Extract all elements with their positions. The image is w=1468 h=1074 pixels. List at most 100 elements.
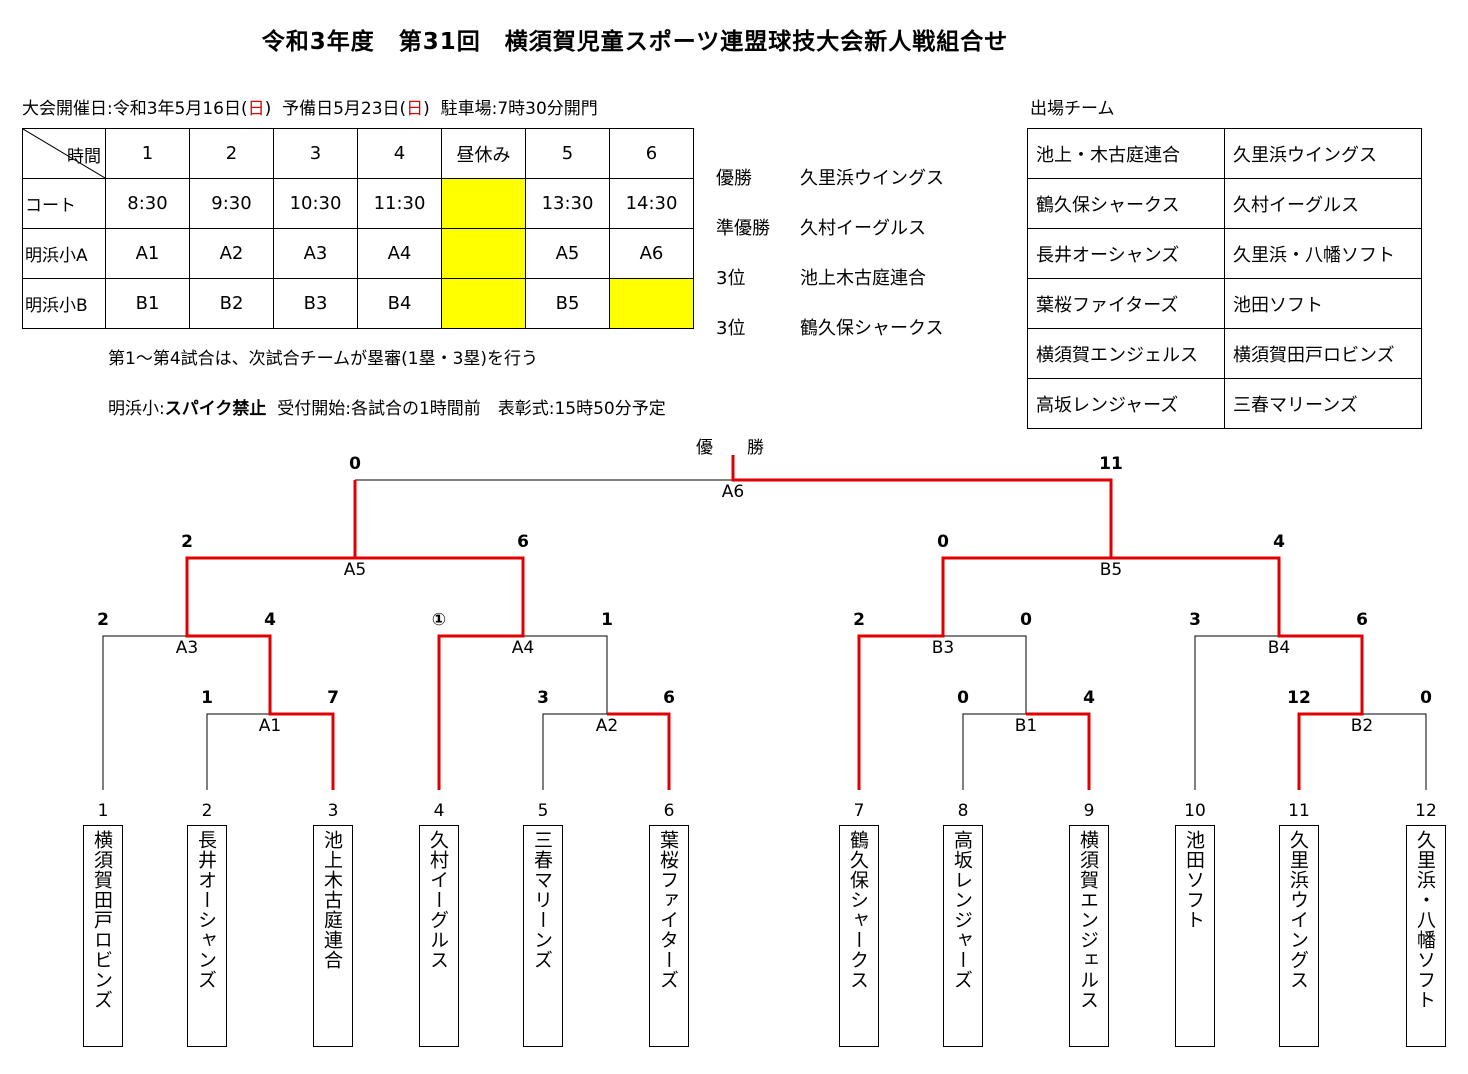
participants-title: 出場チーム [1030,99,1115,119]
team-box: 久村イーグルス [419,825,459,1047]
result-rank: 3位 [716,318,746,339]
score-left: 0 [349,454,361,474]
slot-header: 1 [105,128,190,179]
score-left: 3 [537,688,549,708]
event-date-prefix: 大会開催日:令和3年5月16日( [22,99,248,119]
score-left: 0 [937,532,949,552]
result-row: 3位 鶴久保シャークス [716,302,944,352]
slot-header-lunch: 昼休み [441,128,526,179]
game-cell: A1 [105,228,190,279]
team-box: 久里浜ウイングス [1279,825,1319,1047]
game-cell: B1 [105,278,190,329]
score-left: 2 [181,532,193,552]
result-rank: 3位 [716,268,746,289]
time-cell: 9:30 [189,178,274,229]
game-cell: A6 [609,228,694,279]
result-team: 鶴久保シャークス [800,318,944,339]
slot-number: 10 [1184,801,1206,821]
corner-bottom-label: コート [22,178,106,229]
event-info: 大会開催日:令和3年5月16日(日) 予備日5月23日(日) 駐車場:7時30分… [22,94,598,119]
schedule-table: 時間 1 2 3 4 昼休み 5 6 コート 8:30 9:30 10:30 1… [22,128,694,329]
team-box: 池田ソフト [1175,825,1215,1047]
reserve-date-suffix: ) [423,99,430,119]
team-cell: 三春マリーンズ [1224,378,1422,429]
score-right: 0 [1020,610,1032,630]
parking-info: 駐車場:7時30分開門 [440,99,598,119]
team-box: 長井オーシャンズ [187,825,227,1047]
team-box: 葉桜ファイターズ [649,825,689,1047]
team-cell: 池上・木古庭連合 [1027,128,1225,179]
game-cell: B5 [525,278,610,329]
team-cell: 横須賀エンジェルス [1027,328,1225,379]
slot-number: 6 [663,801,675,821]
score-left: 1 [201,688,213,708]
result-row: 準優勝 久村イーグルス [716,202,944,252]
game-cell: B3 [273,278,358,329]
score-left: ① [431,610,447,630]
score-left: 12 [1287,688,1311,708]
score-left: 3 [1189,610,1201,630]
score-right: 0 [1420,688,1432,708]
match-label: B1 [1014,716,1038,736]
team-box: 池上木古庭連合 [313,825,353,1047]
match-label: B2 [1350,716,1374,736]
result-rank: 準優勝 [716,218,770,239]
corner-diagonal [23,129,105,178]
match-label: B3 [931,638,955,658]
result-team: 池上木古庭連合 [800,268,926,289]
slot-number: 2 [201,801,213,821]
game-cell: A2 [189,228,274,279]
slot-number: 3 [327,801,339,821]
team-cell: 久里浜ウイングス [1224,128,1422,179]
score-right: 4 [264,610,276,630]
score-right: 11 [1099,454,1123,474]
match-label: A2 [595,716,619,736]
game-cell: A4 [357,228,442,279]
slot-number: 8 [957,801,969,821]
score-right: 7 [327,688,339,708]
slot-number: 7 [853,801,865,821]
schedule-corner: 時間 [22,128,106,179]
champion-label: 優 勝 [696,438,764,458]
reserve-date-prefix: 予備日5月23日( [282,99,407,119]
slot-number: 11 [1288,801,1310,821]
score-right: 6 [663,688,675,708]
slot-number: 5 [537,801,549,821]
result-team: 久里浜ウイングス [800,168,944,189]
empty-cell [609,278,694,329]
umpire-note: 第1～第4試合は、次試合チームが塁審(1塁・3塁)を行う [108,349,539,369]
slot-header: 5 [525,128,610,179]
slot-number: 12 [1415,801,1437,821]
reserve-day: 日 [406,99,424,119]
team-box: 三春マリーンズ [523,825,563,1047]
team-box: 横須賀田戸ロビンズ [83,825,123,1047]
score-left: 0 [957,688,969,708]
match-label: B4 [1267,638,1291,658]
result-team: 久村イーグルス [800,218,926,239]
lunch-cell [441,228,526,279]
score-right: 1 [601,610,613,630]
game-cell: B4 [357,278,442,329]
team-cell: 久村イーグルス [1224,178,1422,229]
score-right: 4 [1083,688,1095,708]
lunch-cell [441,278,526,329]
venue-prefix: 明浜小: [108,399,165,419]
time-cell: 14:30 [609,178,694,229]
team-cell: 久里浜・八幡ソフト [1224,228,1422,279]
team-box: 横須賀エンジェルス [1069,825,1109,1047]
team-cell: 鶴久保シャークス [1027,178,1225,229]
slot-header: 6 [609,128,694,179]
team-cell: 池田ソフト [1224,278,1422,329]
result-rank: 優勝 [716,168,752,189]
slot-number: 4 [433,801,445,821]
score-left: 2 [97,610,109,630]
match-label: A3 [175,638,199,658]
score-right: 4 [1273,532,1285,552]
team-box: 鶴久保シャークス [839,825,879,1047]
time-cell: 13:30 [525,178,610,229]
match-label: A1 [258,716,282,736]
slot-header: 4 [357,128,442,179]
team-cell: 高坂レンジャーズ [1027,378,1225,429]
team-box: 久里浜・八幡ソフト [1406,825,1446,1047]
page-title: 令和3年度 第31回 横須賀児童スポーツ連盟球技大会新人戦組合せ [261,29,1009,55]
